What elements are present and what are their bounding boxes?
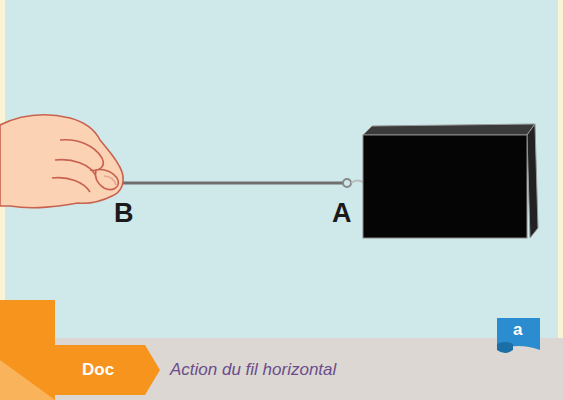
orange-fold xyxy=(0,360,55,400)
box-top xyxy=(363,124,535,135)
orange-strip xyxy=(0,300,55,400)
caption-band xyxy=(0,338,563,400)
doc-tag: Doc xyxy=(82,360,114,380)
point-label: B xyxy=(114,198,134,229)
box-front xyxy=(363,135,527,238)
hook-eye xyxy=(351,181,364,184)
point-label: A xyxy=(332,198,352,229)
doc-icon-curl xyxy=(497,342,513,353)
box-side xyxy=(527,124,538,238)
hook xyxy=(343,179,351,187)
wire xyxy=(112,182,343,185)
doc-letter: a xyxy=(513,320,522,340)
caption: Action du fil horizontal xyxy=(170,360,336,380)
hand xyxy=(0,115,123,208)
doc-tab xyxy=(55,345,160,395)
